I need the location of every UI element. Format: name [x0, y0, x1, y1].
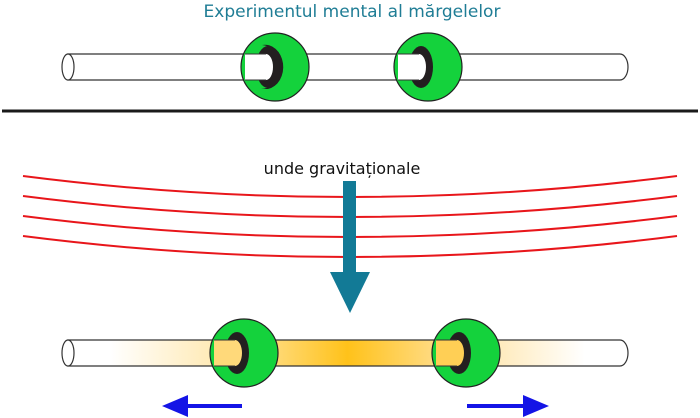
- rod: [67, 53, 629, 81]
- diagram-title: Experimentul mental al mărgelelor: [204, 2, 501, 22]
- bead: [240, 32, 310, 102]
- bead: [431, 318, 501, 388]
- wave-passing-scene: [61, 318, 629, 417]
- bead: [209, 318, 279, 388]
- rod-end-cap: [61, 339, 75, 367]
- wave-label: unde gravitaționale: [264, 159, 421, 178]
- arrow-left-icon: [162, 395, 242, 417]
- incoming-wave-arrow: [330, 181, 370, 313]
- heated-rod: [67, 339, 629, 367]
- bead: [393, 32, 463, 102]
- arrow-right-icon: [467, 395, 549, 417]
- rod-end-cap: [61, 53, 75, 81]
- rest-scene: [2, 32, 698, 113]
